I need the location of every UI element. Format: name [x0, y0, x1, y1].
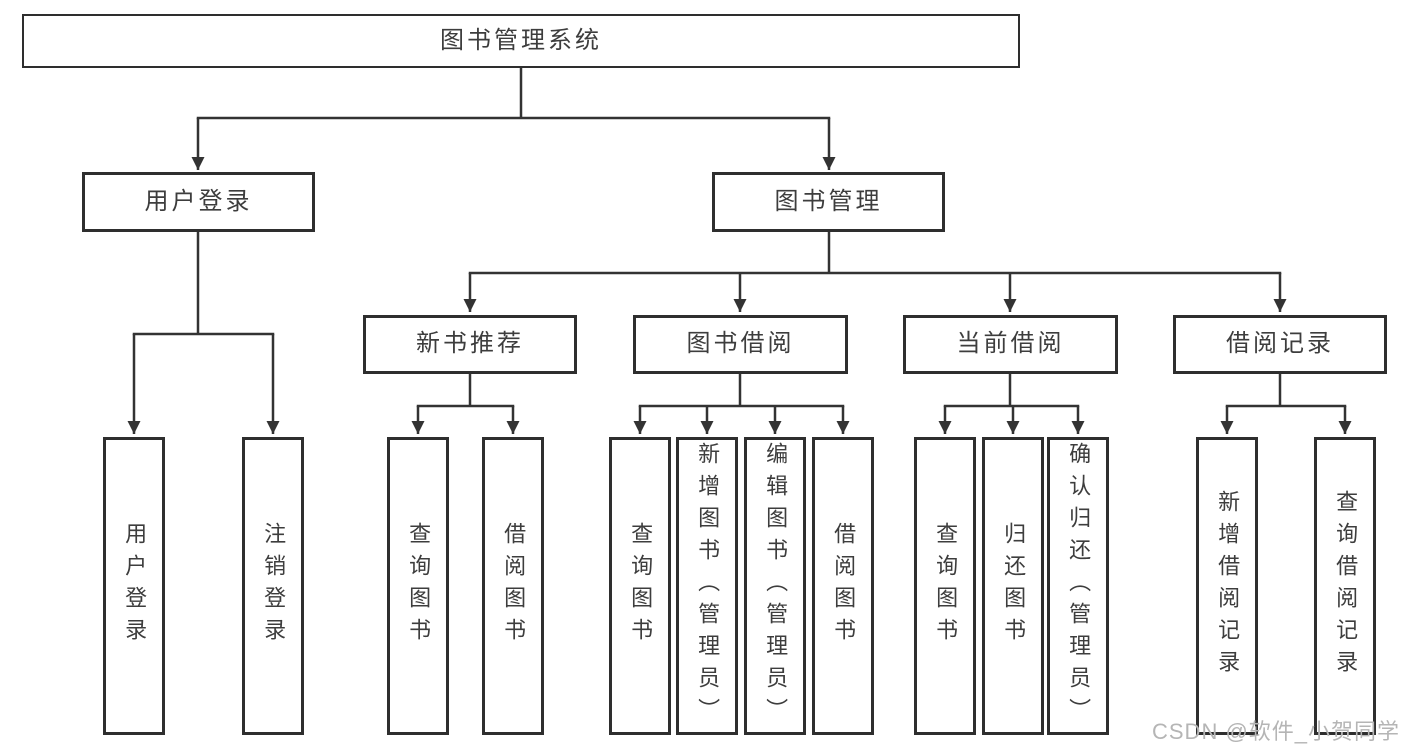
leaf-query-books-recommend: 查询图书	[387, 437, 449, 735]
leaf-edit-book-admin: 编辑图书（管理员）	[744, 437, 806, 735]
leaf-borrow-books-borrowing: 借阅图书	[812, 437, 874, 735]
leaf-user-login: 用户登录	[103, 437, 165, 735]
node-borrowing-records: 借阅记录	[1173, 315, 1387, 374]
leaf-add-borrow-record: 新增借阅记录	[1196, 437, 1258, 735]
leaf-confirm-return-admin: 确认归还（管理员）	[1047, 437, 1109, 735]
node-user-login: 用户登录	[82, 172, 315, 232]
leaf-query-books-borrowing: 查询图书	[609, 437, 671, 735]
node-book-management: 图书管理	[712, 172, 945, 232]
node-library-management-system: 图书管理系统	[22, 14, 1020, 68]
csdn-watermark: CSDN @软件_小贺同学	[1152, 719, 1401, 744]
leaf-add-book-admin: 新增图书（管理员）	[676, 437, 738, 735]
node-new-book-recommendation: 新书推荐	[363, 315, 577, 374]
leaf-return-books: 归还图书	[982, 437, 1044, 735]
leaf-query-books-current: 查询图书	[914, 437, 976, 735]
node-book-borrowing: 图书借阅	[633, 315, 848, 374]
leaf-logout: 注销登录	[242, 437, 304, 735]
leaf-borrow-books-recommend: 借阅图书	[482, 437, 544, 735]
node-current-borrowing: 当前借阅	[903, 315, 1118, 374]
leaf-query-borrow-record: 查询借阅记录	[1314, 437, 1376, 735]
